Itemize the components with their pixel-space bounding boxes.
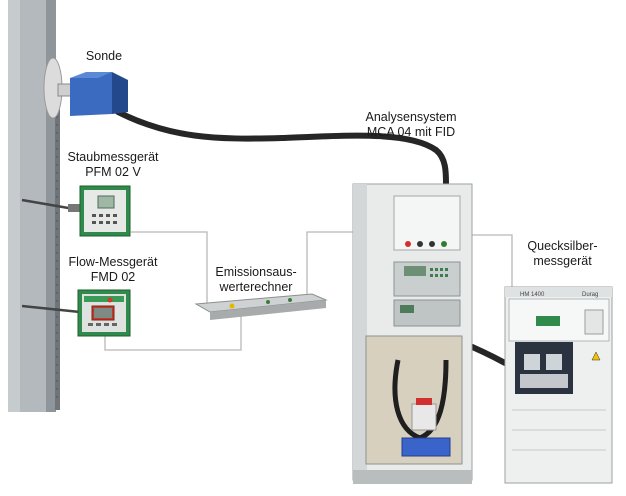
sonde-label: Sonde	[82, 49, 126, 64]
mercury-analyzer-label-line2: messgerät	[533, 254, 592, 268]
analysis-system-label-line1: Analysensystem	[365, 110, 457, 124]
mercury-analyzer-label: Quecksilber- messgerät	[515, 239, 610, 269]
stack-rail	[55, 90, 60, 410]
flow-meter-label-line2: FMD 02	[90, 270, 136, 284]
analysis-system-label: Analysensystem MCA 04 mit FID	[356, 110, 466, 140]
dust-meter-device	[21, 185, 131, 237]
dust-meter-label: Staubmessgerät PFM 02 V	[58, 150, 168, 180]
analysis-cabinet	[352, 183, 473, 484]
hm-model-text: HM 1400	[520, 292, 545, 298]
emission-computer-label: Emissionsaus- werterechner	[196, 265, 316, 295]
emission-computer-label-line2: werterechner	[219, 280, 293, 294]
flow-meter-device	[21, 289, 131, 337]
flow-meter-label: Flow-Messgerät FMD 02	[58, 255, 168, 285]
sample-hose	[115, 109, 449, 187]
sonde-probe	[43, 57, 128, 119]
sonde-label-text: Sonde	[85, 49, 123, 63]
emission-computer-device	[194, 293, 328, 320]
analysis-system-label-line2: MCA 04 mit FID	[366, 125, 456, 139]
dust-meter-label-line2: PFM 02 V	[85, 165, 141, 179]
mercury-analyzer-device: HM 1400 Durag	[504, 286, 613, 484]
emission-computer-label-line1: Emissionsaus-	[215, 265, 297, 279]
dust-meter-label-line1: Staubmessgerät	[67, 150, 159, 164]
flow-meter-label-line1: Flow-Messgerät	[68, 255, 158, 269]
mercury-analyzer-label-line1: Quecksilber-	[527, 239, 598, 253]
hm-brand-text: Durag	[582, 292, 598, 298]
